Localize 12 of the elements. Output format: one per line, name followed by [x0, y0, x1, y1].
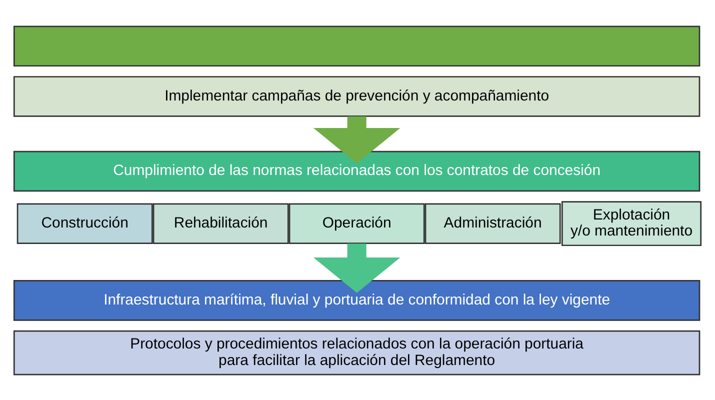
node-box: Construcción — [16, 202, 153, 244]
node-box: Implementar campañas de prevención y acompañamiento — [13, 76, 700, 116]
node-box: Cumplimiento de las normas relacionadas con los contratos de concesión — [13, 150, 700, 192]
node-box: Rehabilitación — [152, 202, 289, 244]
arrow — [313, 243, 400, 292]
node-box — [13, 25, 700, 66]
arrow — [313, 116, 400, 163]
node-box: Explotación y/o mantenimiento — [561, 200, 702, 246]
node-box: Infraestructura marítima, fluvial y portuaria de conformidad con la ley vigente — [13, 280, 700, 320]
node-box: Operación — [288, 202, 425, 244]
node-box: Administración — [424, 202, 561, 244]
node-box: Protocolos y procedimientos relacionados con la operación portuaria para facilitar la aplicación del Reglamento — [13, 330, 700, 375]
